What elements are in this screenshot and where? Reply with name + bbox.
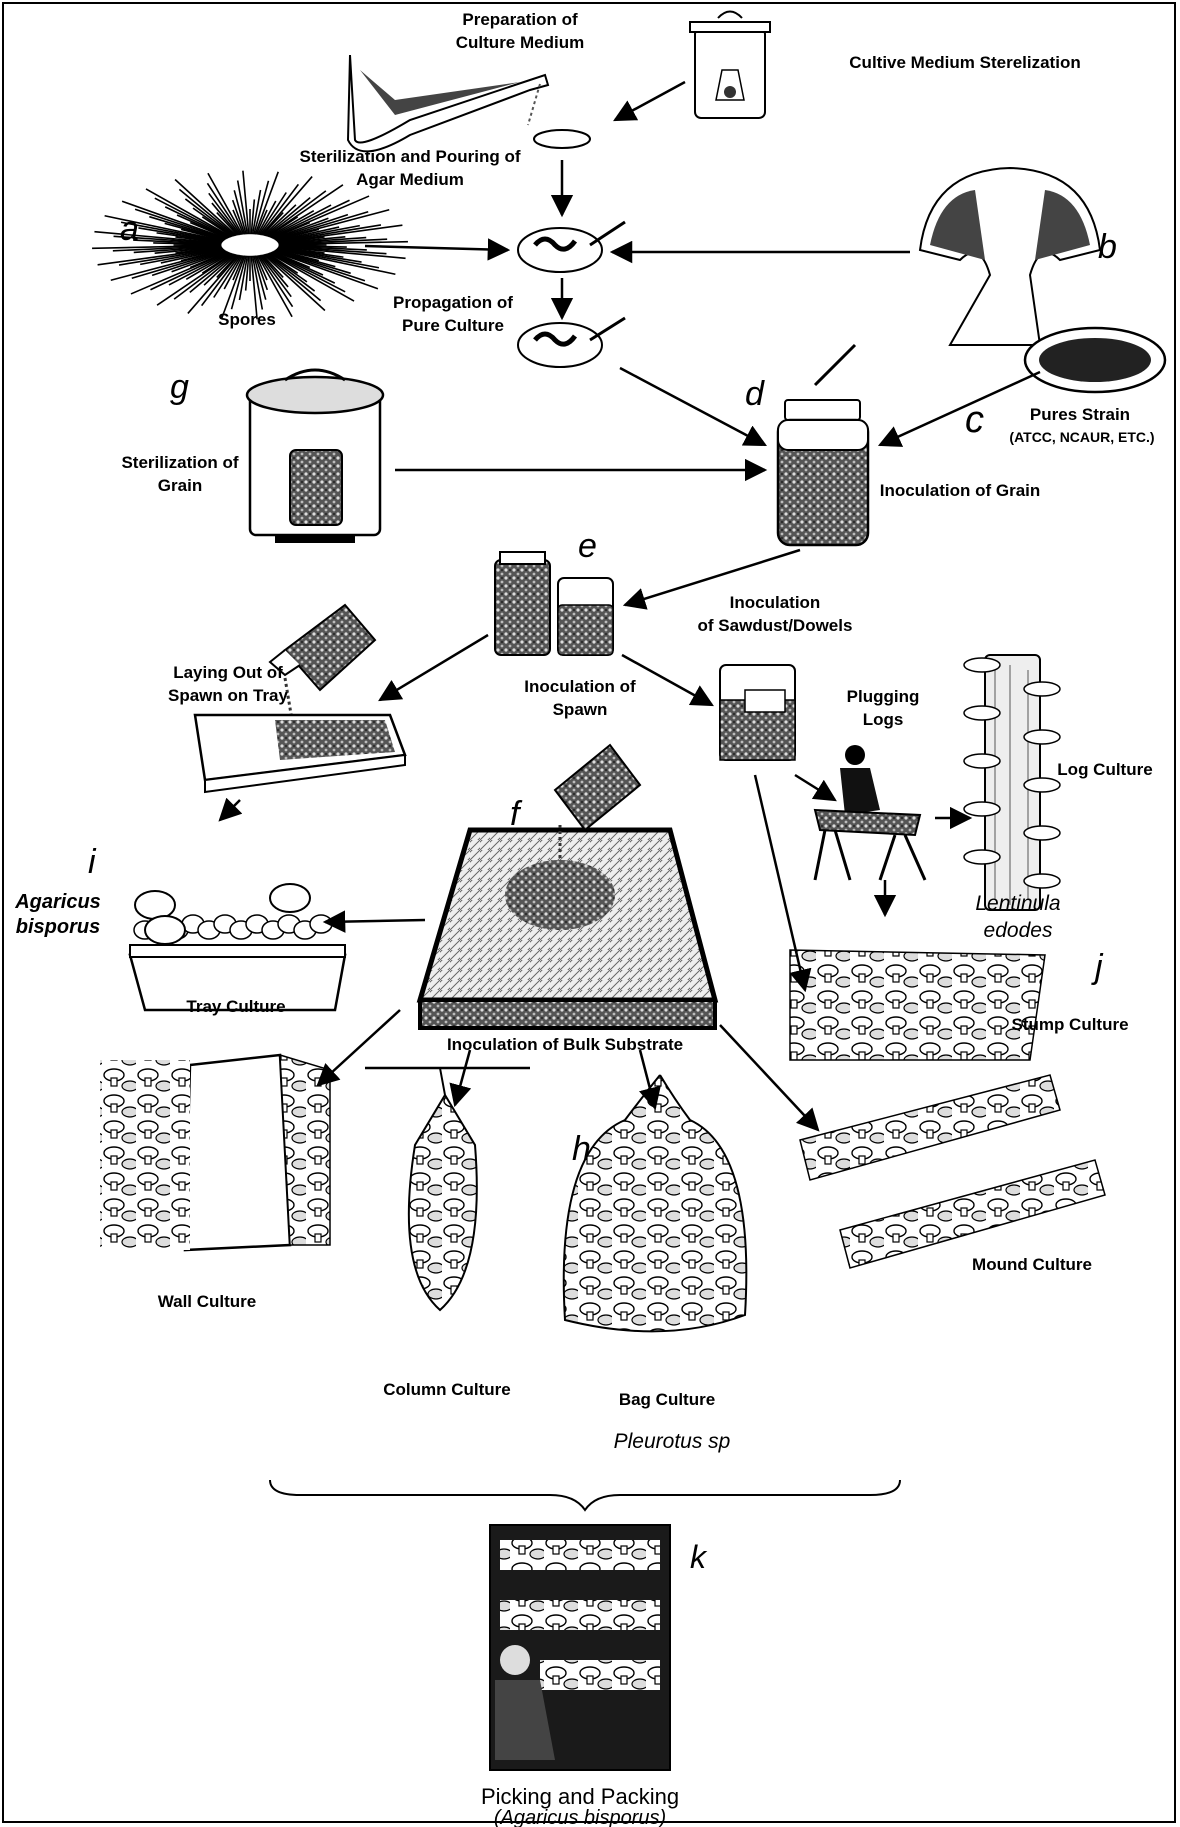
letter-d: d bbox=[745, 375, 765, 413]
label-sterilization-grain-2: Grain bbox=[158, 476, 202, 495]
letter-k: k bbox=[690, 1539, 708, 1575]
label-prep-medium-1: Preparation of bbox=[462, 10, 578, 29]
petri-dish-pure-culture-icon bbox=[518, 318, 625, 367]
sterilization-jar-icon bbox=[690, 12, 770, 119]
spawn-jars-icon bbox=[495, 552, 613, 655]
label-spawn-1: Inoculation of bbox=[524, 677, 636, 696]
label-laying-2: Spawn on Tray bbox=[168, 686, 289, 705]
sawdust-bag-icon bbox=[720, 665, 795, 760]
label-plugging-2: Logs bbox=[863, 710, 904, 729]
spores-icon bbox=[92, 171, 408, 320]
letter-e: e bbox=[578, 527, 597, 565]
label-pour-agar-2: Agar Medium bbox=[356, 170, 464, 189]
label-sawdust-2: of Sawdust/Dowels bbox=[698, 616, 853, 635]
label-prep-medium-2: Culture Medium bbox=[456, 33, 584, 52]
wall-culture-icon bbox=[100, 1055, 330, 1250]
log-culture-icon bbox=[964, 655, 1060, 910]
label-pour-agar-1: Sterilization and Pouring of bbox=[300, 147, 521, 166]
letter-a: a bbox=[120, 210, 139, 248]
pure-strain-dish-icon bbox=[1025, 328, 1165, 392]
label-wall-culture: Wall Culture bbox=[158, 1292, 257, 1311]
label-tray-culture: Tray Culture bbox=[186, 997, 285, 1016]
label-bulk-substrate: Inoculation of Bulk Substrate bbox=[447, 1035, 683, 1054]
label-agaricus-1: Agaricus bbox=[14, 891, 101, 913]
label-propagation-2: Pure Culture bbox=[402, 316, 504, 335]
letter-g: g bbox=[170, 368, 189, 406]
label-lentinula-1: Lentinula bbox=[975, 892, 1060, 915]
label-inoculation-grain: Inoculation of Grain bbox=[880, 481, 1041, 500]
label-laying-1: Laying Out of bbox=[173, 663, 283, 682]
label-spawn-2: Spawn bbox=[553, 700, 608, 719]
letter-f: f bbox=[510, 795, 523, 833]
petri-dish-pour-icon bbox=[534, 130, 590, 148]
letter-c: c bbox=[965, 399, 984, 441]
grain-jar-icon bbox=[778, 345, 868, 545]
column-culture-icon bbox=[365, 1068, 530, 1310]
letter-h: h bbox=[572, 1130, 591, 1168]
label-pure-strain-1: Pures Strain bbox=[1030, 405, 1130, 424]
label-plugging-1: Plugging bbox=[847, 687, 920, 706]
bag-culture-icon bbox=[564, 1075, 747, 1331]
label-pleurotus: Pleurotus sp bbox=[614, 1430, 731, 1453]
plugging-logs-worker-icon bbox=[815, 745, 925, 880]
label-log-culture: Log Culture bbox=[1057, 760, 1152, 779]
petri-dish-culture-icon bbox=[518, 222, 625, 272]
mushroom-cross-section-icon bbox=[920, 168, 1100, 345]
label-sawdust-1: Inoculation bbox=[730, 593, 821, 612]
picking-packing-photo-icon bbox=[490, 1525, 670, 1770]
label-picking-2: (Agaricus bisporus) bbox=[494, 1807, 666, 1827]
spawn-tray-icon bbox=[195, 715, 405, 792]
label-column-culture: Column Culture bbox=[383, 1380, 511, 1399]
label-propagation-1: Propagation of bbox=[393, 293, 513, 312]
label-agaricus-2: bisporus bbox=[16, 916, 100, 938]
label-spores: Spores bbox=[218, 310, 276, 329]
erlenmeyer-flask-icon bbox=[348, 55, 548, 151]
bulk-substrate-bed-icon bbox=[420, 745, 715, 1028]
label-lentinula-2: edodes bbox=[984, 919, 1053, 942]
label-bag-culture: Bag Culture bbox=[619, 1390, 715, 1409]
letter-b: b bbox=[1098, 228, 1117, 266]
letter-j: j bbox=[1091, 948, 1104, 986]
label-pure-strain-2: (ATCC, NCAUR, ETC.) bbox=[1009, 429, 1154, 445]
grouping-brace bbox=[270, 1480, 900, 1510]
mound-culture-icon bbox=[800, 1075, 1105, 1268]
label-sterilization-grain-1: Sterilization of bbox=[121, 453, 238, 472]
stump-culture-icon bbox=[790, 950, 1045, 1060]
agaricus-tray-icon bbox=[130, 884, 345, 1010]
label-mound-culture: Mound Culture bbox=[972, 1255, 1092, 1274]
letter-i: i bbox=[88, 843, 97, 881]
label-picking-1: Picking and Packing bbox=[481, 1784, 679, 1809]
pressure-cooker-icon bbox=[247, 370, 383, 543]
label-cultive-sterilization: Cultive Medium Sterelization bbox=[849, 53, 1080, 72]
label-stump-culture: Stump Culture bbox=[1011, 1015, 1128, 1034]
